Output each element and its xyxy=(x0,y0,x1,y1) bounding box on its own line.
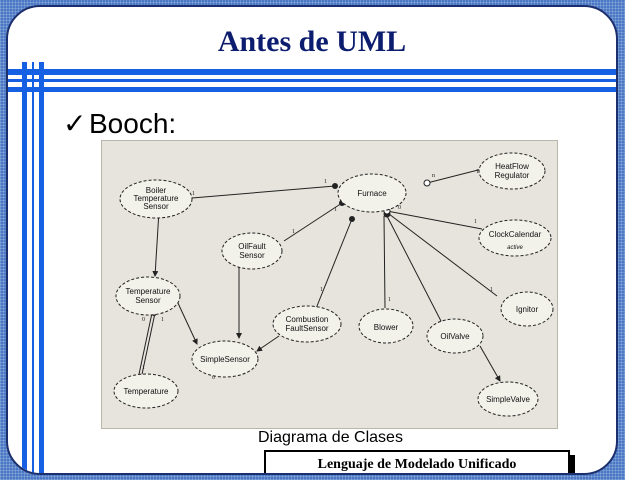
svg-text:Boiler: Boiler xyxy=(146,186,167,195)
mult: 1 xyxy=(292,229,295,235)
inherit-oilvalve-simplevalve xyxy=(479,345,501,382)
svg-text:Temperature: Temperature xyxy=(124,387,169,396)
link-oilfault-furnace xyxy=(283,202,343,242)
mult: 1 xyxy=(320,287,323,293)
class-oilvalve: OilValve xyxy=(426,318,484,354)
mult: 0 xyxy=(398,205,401,211)
class-temperature: Temperature xyxy=(113,373,179,409)
link-furnace-clock xyxy=(386,210,483,230)
figure-caption: Diagrama de Clases xyxy=(258,429,403,446)
svg-text:Temperature: Temperature xyxy=(126,287,171,296)
svg-text:Furnace: Furnace xyxy=(357,189,387,198)
header-rule xyxy=(8,69,616,75)
slide-title: Antes de UML xyxy=(217,25,407,58)
mult: 1 xyxy=(388,297,391,303)
link-boiler-furnace xyxy=(179,185,336,200)
mult: 1 xyxy=(490,287,493,293)
svg-text:OilValve: OilValve xyxy=(440,332,470,341)
class-heatflow-regulator: HeatFlow Regulator xyxy=(478,152,546,190)
mult: 1 xyxy=(161,317,164,323)
mult: 0 xyxy=(212,375,215,381)
link-furnace-combustion xyxy=(314,218,353,312)
class-combustion-faultsensor: Combustion FaultSensor xyxy=(272,305,342,343)
class-blower: Blower xyxy=(358,308,414,344)
bullet-booch: ✓Booch: xyxy=(63,107,176,140)
header-rule-lower xyxy=(8,87,616,92)
class-temperature-sensor: Temperature Sensor xyxy=(115,276,181,316)
left-rule-thin xyxy=(32,62,34,473)
class-oilfault-sensor: OilFault Sensor xyxy=(221,232,283,270)
svg-text:Sensor: Sensor xyxy=(143,202,169,211)
class-simplesensor: SimpleSensor xyxy=(191,340,259,378)
class-simplevalve: SimpleValve xyxy=(477,381,539,417)
link-furnace-blower xyxy=(383,215,386,309)
left-rule-inner xyxy=(39,62,44,473)
link-tempsensor-temperature xyxy=(137,312,153,380)
svg-text:Regulator: Regulator xyxy=(495,171,530,180)
has-end-boiler xyxy=(332,183,338,189)
footer-banner: Lenguaje de Modelado Unificado xyxy=(264,450,570,473)
svg-text:ClockCalendar: ClockCalendar xyxy=(489,230,542,239)
class-boiler-temperature-sensor: Boiler Temperature Sensor xyxy=(119,179,193,219)
mult: 1 xyxy=(474,219,477,225)
inherit-tempsensor-simplesensor xyxy=(176,300,198,345)
svg-text:Blower: Blower xyxy=(374,323,399,332)
link-tempsensor-temperature-2 xyxy=(140,312,156,380)
left-rule xyxy=(22,62,27,473)
class-clockcalendar: ClockCalendar active xyxy=(478,219,552,257)
inherit-combustion-simplesensor xyxy=(256,335,280,352)
booch-class-diagram: 1 1 n 1 1 1 1 0 1 1 1 0 1 1 0 Boiler Tem… xyxy=(101,140,558,429)
svg-text:Sensor: Sensor xyxy=(239,251,265,260)
inherit-boiler-tempsensor xyxy=(152,210,160,277)
mult: 1 xyxy=(334,207,337,213)
bullet-text: Booch: xyxy=(89,108,177,139)
svg-text:FaultSensor: FaultSensor xyxy=(285,324,328,333)
svg-text:Temperature: Temperature xyxy=(134,194,179,203)
link-furnace-heatflow xyxy=(426,168,483,184)
svg-text:HeatFlow: HeatFlow xyxy=(495,162,529,171)
check-icon: ✓ xyxy=(63,108,87,139)
svg-text:Combustion: Combustion xyxy=(286,315,329,324)
diagram-svg: 1 1 n 1 1 1 1 0 1 1 1 0 1 1 0 Boiler Tem… xyxy=(113,152,554,417)
header-rule-thin xyxy=(8,79,616,82)
using-end-heatflow xyxy=(423,179,431,187)
svg-text:active: active xyxy=(507,245,523,251)
class-furnace: Furnace xyxy=(337,173,407,213)
svg-text:OilFault: OilFault xyxy=(238,242,266,251)
svg-text:SimpleValve: SimpleValve xyxy=(486,395,530,404)
link-furnace-ignitor xyxy=(388,213,498,297)
svg-text:Ignitor: Ignitor xyxy=(516,305,539,314)
class-ignitor: Ignitor xyxy=(500,291,554,327)
svg-text:Sensor: Sensor xyxy=(135,296,161,305)
slide: Antes de UML ✓Booch: xyxy=(6,5,618,475)
link-furnace-oilvalve xyxy=(386,215,443,324)
mult: 1 xyxy=(476,169,479,175)
mult: 1 xyxy=(142,365,145,371)
has-end-combustion xyxy=(349,216,355,222)
mult: 1 xyxy=(192,191,195,197)
mult: 1 xyxy=(324,179,327,185)
mult: 0 xyxy=(142,317,145,323)
svg-text:SimpleSensor: SimpleSensor xyxy=(200,355,250,364)
mult: n xyxy=(432,173,435,179)
